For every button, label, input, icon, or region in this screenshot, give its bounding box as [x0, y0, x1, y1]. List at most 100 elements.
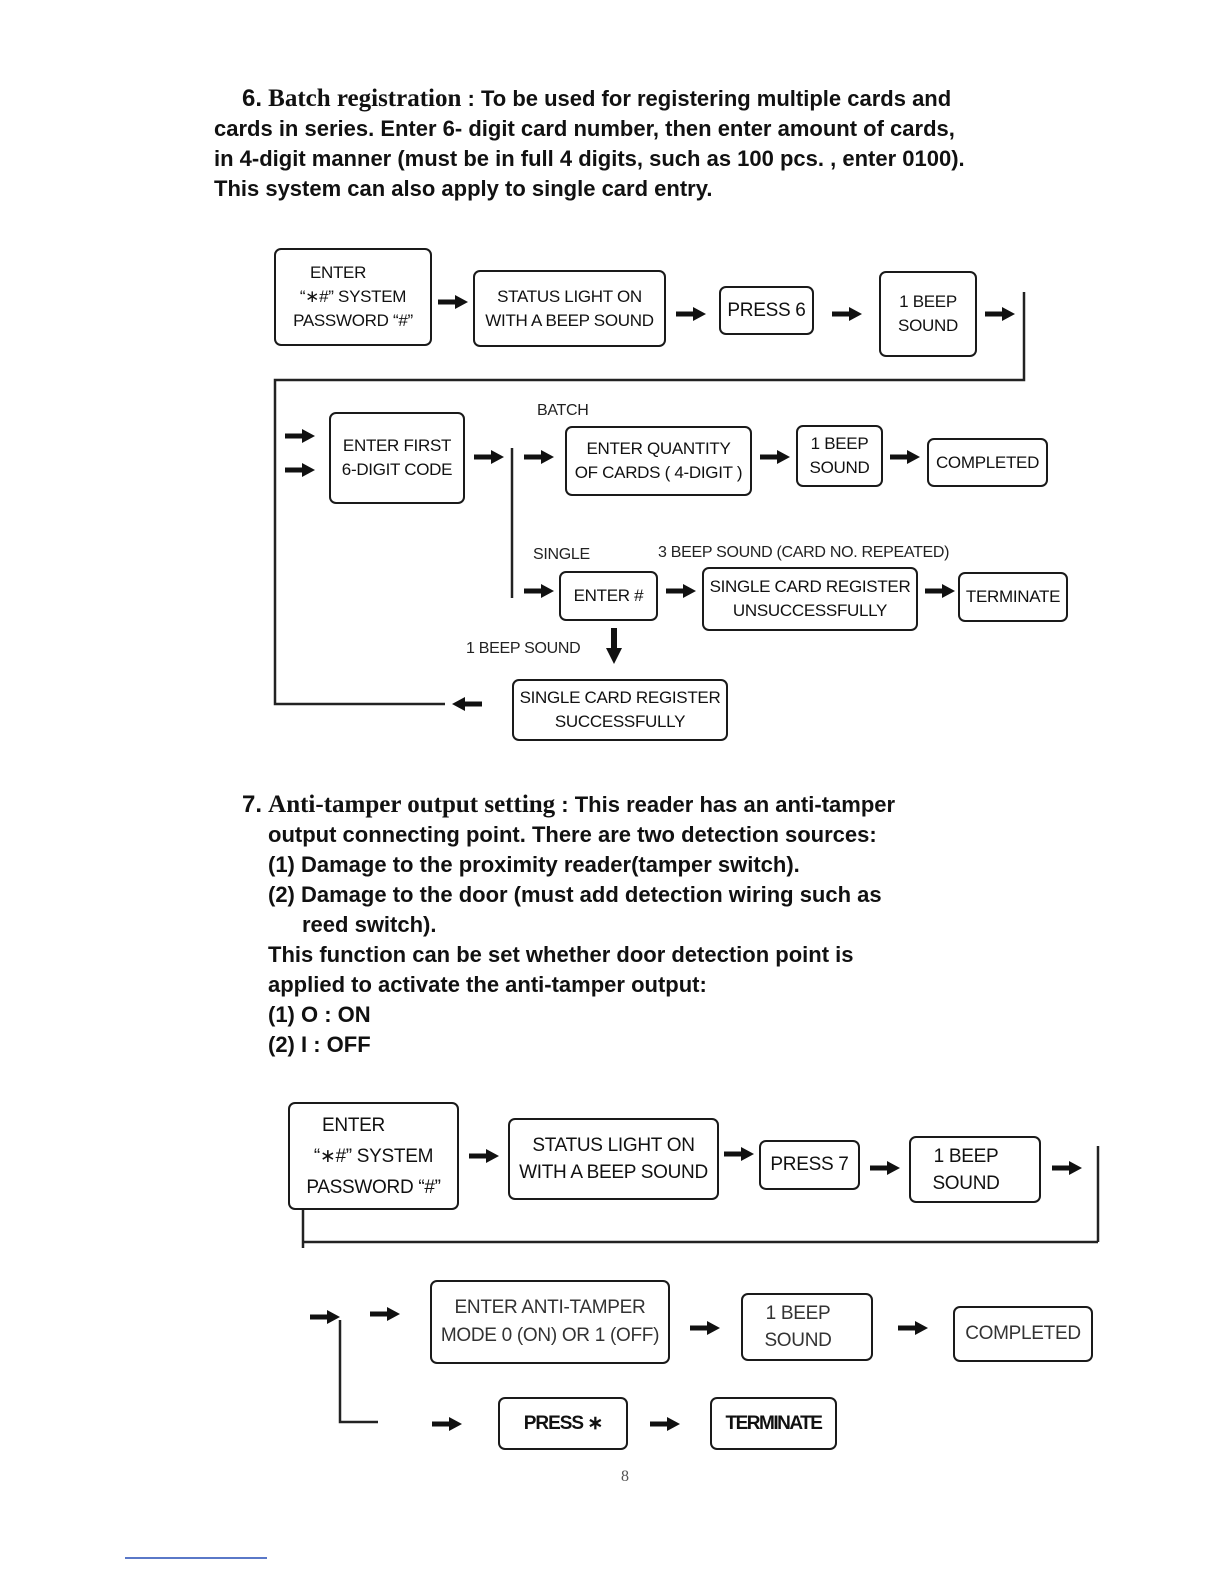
flow7-press-star-label: PRESS ∗ [523, 1412, 604, 1434]
flow7-enter-mode-line-2: MODE 0 (ON) OR 1 (OFF) [440, 1325, 660, 1346]
flow6-enter-first-line-2: 6-DIGIT CODE [341, 460, 453, 479]
flow7-beep-2-line-1: 1 BEEP [765, 1303, 831, 1324]
flow6-enter-quantity-line-2: OF CARDS ( 4-DIGIT ) [574, 463, 743, 482]
arrow-down-icon [606, 628, 622, 664]
section-7-line-7: (1) O : ON [268, 1002, 371, 1027]
arrow-icon [469, 1148, 499, 1164]
flow7-enter-mode-box: ENTER ANTI-TAMPER MODE 0 (ON) OR 1 (OFF) [430, 1280, 670, 1364]
section-6-line-0: : To be used for registering multiple ca… [461, 86, 952, 111]
flow6-enter-password-line-3: PASSWORD “#” [293, 311, 413, 330]
flow6-enter-first-line-1: ENTER FIRST [342, 436, 452, 455]
arrow-icon [724, 1146, 754, 1162]
flow7-beep-1-line-1: 1 BEEP [933, 1145, 999, 1167]
flow7-terminate-label: TERMINATE [725, 1412, 823, 1434]
section-7-number: 7. [242, 791, 263, 818]
flow6-batch-label: BATCH [537, 402, 589, 419]
flow6-enter-password-line-1: ENTER [309, 263, 367, 282]
flow6-enter-password-line-2: “∗#” SYSTEM [299, 287, 407, 306]
section-7-text: 7. Anti-tamper output setting : This rea… [242, 790, 895, 1060]
section-7-line-5: This function can be set whether door de… [268, 942, 854, 967]
section-6-line-2: in 4-digit manner (must be in full 4 dig… [214, 146, 965, 171]
flow6-enter-hash-label: ENTER # [573, 586, 644, 605]
section-7-line-8: (2) I : OFF [268, 1032, 371, 1057]
section-7-line-2: (1) Damage to the proximity reader(tampe… [268, 852, 800, 877]
flow6-unsuccess-line-2: UNSUCCESSFULLY [732, 601, 888, 620]
section-6-text: 6. Batch registration : To be used for r… [214, 84, 965, 204]
flow7-enter-password-line-2: “∗#” SYSTEM [313, 1145, 434, 1167]
section-7-line-4: reed switch). [302, 912, 437, 937]
flow6-success-box: SINGLE CARD REGISTER SUCCESSFULLY [512, 679, 728, 741]
page-number: 8 [621, 1468, 629, 1485]
flow7-enter-password-box: ENTER “∗#” SYSTEM PASSWORD “#” [288, 1102, 459, 1210]
flow6-enter-quantity-box: ENTER QUANTITY OF CARDS ( 4-DIGIT ) [565, 426, 752, 496]
arrow-icon [1052, 1160, 1082, 1176]
section-6-number: 6. [242, 85, 263, 112]
flow7-beep-1-line-2: SOUND [932, 1172, 1000, 1194]
flow6-beep-2-line-1: 1 BEEP [810, 434, 869, 453]
arrow-icon [524, 449, 554, 465]
flow6-single-label: SINGLE [533, 546, 590, 563]
flow6-enter-password-box: ENTER “∗#” SYSTEM PASSWORD “#” [274, 248, 432, 346]
flow6-press-6-label: PRESS 6 [727, 299, 806, 321]
flow7-press-star-box: PRESS ∗ [498, 1397, 628, 1450]
arrow-icon [524, 583, 554, 599]
flow6-press-6-box: PRESS 6 [719, 286, 814, 335]
arrow-icon [690, 1320, 720, 1336]
section-7-line-0: : This reader has an anti-tamper [555, 792, 896, 817]
section-6-line-1: cards in series. Enter 6- digit card num… [214, 116, 955, 141]
flow7-enter-password-line-3: PASSWORD “#” [306, 1176, 441, 1198]
flow6-beep-sound-label: 1 BEEP SOUND [466, 640, 581, 657]
flow6-status-light-line-2: WITH A BEEP SOUND [485, 310, 654, 330]
flow6-success-line-1: SINGLE CARD REGISTER [519, 688, 721, 707]
flow6-unsuccess-line-1: SINGLE CARD REGISTER [709, 577, 911, 596]
flow6-enter-first-box: ENTER FIRST 6-DIGIT CODE [329, 412, 465, 504]
arrow-icon [666, 583, 696, 599]
arrow-icon [676, 306, 706, 322]
arrow-icon [438, 294, 468, 310]
section-6-title: Batch registration [268, 85, 462, 112]
arrow-icon [285, 428, 315, 444]
arrow-icon [285, 462, 315, 478]
flow7-status-light-line-2: WITH A BEEP SOUND [519, 1162, 708, 1183]
flow7-completed-label: COMPLETED [965, 1323, 1081, 1344]
flow7-status-light-box: STATUS LIGHT ON WITH A BEEP SOUND [508, 1118, 719, 1200]
flow6-beep-1-line-1: 1 BEEP [899, 292, 957, 311]
flow7-status-light-line-1: STATUS LIGHT ON [532, 1135, 695, 1156]
flow6-success-line-2: SUCCESSFULLY [554, 712, 686, 731]
flow6-terminate-label: TERMINATE [965, 587, 1061, 606]
flow7-beep-box-1: 1 BEEP SOUND [909, 1136, 1041, 1203]
flow7-press-7-box: PRESS 7 [759, 1140, 860, 1190]
flow7-terminate-box: TERMINATE [710, 1397, 837, 1450]
arrow-icon [870, 1160, 900, 1176]
flow6-repeat-label: 3 BEEP SOUND (CARD NO. REPEATED) [658, 544, 950, 561]
flow7-enter-password-line-1: ENTER [322, 1114, 385, 1136]
footer-rule [125, 1557, 267, 1559]
flow6-enter-hash-box: ENTER # [559, 571, 658, 621]
flow6-terminate-box: TERMINATE [958, 572, 1068, 622]
flow6-completed-label: COMPLETED [935, 452, 1040, 472]
flow6-beep-box-1: 1 BEEP SOUND [879, 271, 977, 357]
arrow-icon [985, 306, 1015, 322]
arrow-icon [432, 1416, 462, 1432]
arrow-left-icon [452, 696, 482, 712]
arrow-icon [925, 583, 955, 599]
arrow-icon [760, 449, 790, 465]
section-7-heading-line: 7. Anti-tamper output setting : This rea… [242, 790, 895, 820]
section-7-line-3: (2) Damage to the door (must add detecti… [268, 882, 882, 907]
flow7-beep-2-line-2: SOUND [764, 1330, 832, 1351]
arrow-icon [898, 1320, 928, 1336]
arrow-icon [474, 449, 504, 465]
flow6-beep-box-2: 1 BEEP SOUND [796, 425, 883, 487]
flow7-beep-box-2: 1 BEEP SOUND [741, 1293, 873, 1361]
section-7-title: Anti-tamper output setting [268, 791, 556, 818]
section-6-heading-line: 6. Batch registration : To be used for r… [214, 84, 965, 114]
arrow-icon [310, 1309, 340, 1325]
flow7-enter-mode-line-1: ENTER ANTI-TAMPER [454, 1297, 646, 1318]
flow6-completed-box: COMPLETED [927, 438, 1048, 487]
arrow-icon [832, 306, 862, 322]
flow6-beep-2-line-2: SOUND [809, 458, 870, 477]
flow6-enter-quantity-line-1: ENTER QUANTITY [586, 439, 731, 458]
flow6-status-light-box: STATUS LIGHT ON WITH A BEEP SOUND [473, 270, 666, 347]
flow6-status-light-line-1: STATUS LIGHT ON [497, 286, 642, 306]
flow6-beep-1-line-2: SOUND [898, 316, 958, 335]
